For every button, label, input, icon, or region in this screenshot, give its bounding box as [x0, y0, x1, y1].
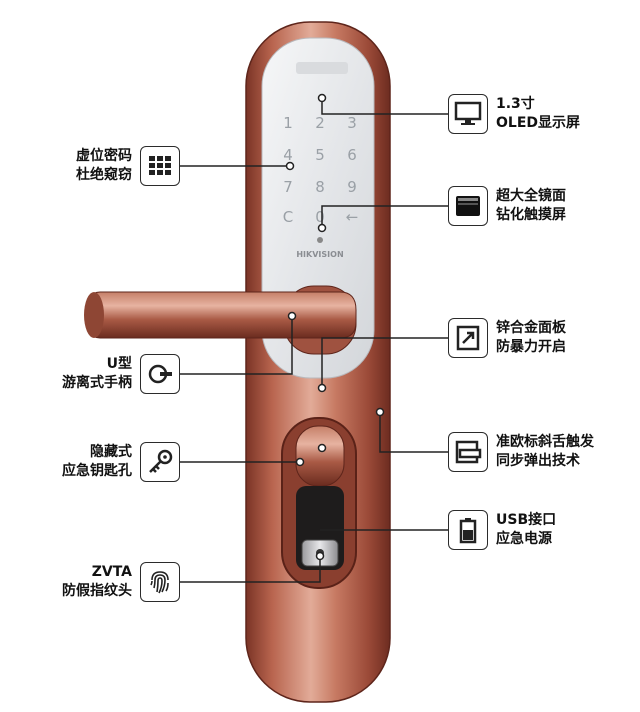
keyhole-subtitle: 应急钥匙孔: [62, 463, 132, 479]
keypad-center-dot: [317, 237, 323, 243]
password-subtitle: 杜绝窥窃: [76, 167, 132, 183]
keypad-key: 3: [347, 114, 357, 132]
zinc-panel-title: 锌合金面板: [496, 320, 566, 336]
keypad-key: 4: [283, 146, 293, 164]
mirror-panel-title: 超大全镜面: [496, 188, 566, 204]
door-handle: [85, 291, 357, 339]
keypad: 1 2 3 4 5 6 7 8 9C 0 ←: [283, 114, 359, 226]
feature-usb: USB接口应急电源: [448, 510, 556, 550]
feature-fingerprint: ZVTA 防假指纹头: [62, 562, 180, 602]
keyhole-cover: [295, 425, 345, 487]
keypad-key: 9: [347, 178, 357, 196]
latch-subtitle: 同步弹出技术: [496, 453, 580, 469]
feature-keyhole: 隐藏式应急钥匙孔: [62, 442, 180, 482]
keypad-key: ←: [346, 208, 359, 226]
feature-display: 1.3寸 OLED显示屏: [448, 94, 580, 134]
fingerprint-title: ZVTA: [91, 564, 132, 580]
feature-mirror-panel: 超大全镜面钻化触摸屏: [448, 186, 566, 226]
keypad-key: 6: [347, 146, 357, 164]
keypad-key: 7: [283, 178, 293, 196]
key-icon: [140, 442, 180, 482]
password-title: 虚位密码: [76, 148, 132, 164]
keypad-key: 8: [315, 178, 325, 196]
leader-handle: [180, 316, 293, 375]
battery-icon: [448, 510, 488, 550]
mirror-panel-icon: [448, 186, 488, 226]
feature-virtual-password: 虚位密码杜绝窥窃: [76, 146, 180, 186]
keyhole-title: 隐藏式: [90, 444, 132, 460]
fingerprint-icon: [140, 562, 180, 602]
leader-mirror: [321, 205, 448, 228]
leader-fingerprint: [180, 556, 321, 583]
leader-zinc: [321, 337, 448, 388]
latch-icon: [448, 432, 488, 472]
handle-icon: [140, 354, 180, 394]
zinc-panel-subtitle: 防暴力开启: [496, 339, 566, 355]
leader-latch: [379, 412, 448, 453]
monitor-icon: [448, 94, 488, 134]
display-title: 1.3寸: [496, 96, 535, 112]
fingerprint-subtitle: 防假指纹头: [62, 583, 132, 599]
keypad-key: C: [283, 208, 293, 226]
feature-zinc-panel: 锌合金面板防暴力开启: [448, 318, 566, 358]
handle-subtitle: 游离式手柄: [62, 375, 132, 391]
latch-title: 准欧标斜舌触发: [496, 434, 594, 450]
keypad-key: 0: [315, 208, 325, 226]
panel-shield-icon: [448, 318, 488, 358]
keypad-key: 1: [283, 114, 293, 132]
handle-end: [84, 292, 104, 338]
brand-logo: HIKVISION: [296, 250, 343, 259]
feature-latch: 准欧标斜舌触发同步弹出技术: [448, 432, 594, 472]
leader-display: [321, 98, 448, 115]
mirror-panel-subtitle: 钻化触摸屏: [496, 207, 566, 223]
display-subtitle: OLED显示屏: [496, 115, 581, 131]
feature-handle: U型游离式手柄: [62, 354, 180, 394]
usb-subtitle: 应急电源: [496, 531, 552, 547]
keypad-key: 2: [315, 114, 325, 132]
oled-display: [296, 62, 348, 74]
keypad-key: 5: [315, 146, 325, 164]
keypad-icon: [140, 146, 180, 186]
handle-title: U型: [106, 356, 132, 372]
usb-title: USB接口: [496, 512, 557, 528]
